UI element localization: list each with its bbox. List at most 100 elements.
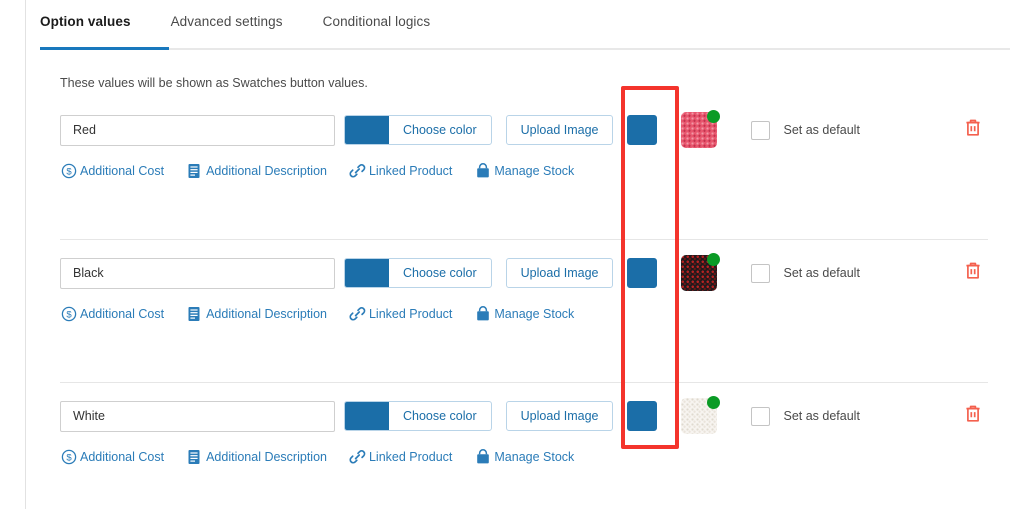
color-preview-swatch: [345, 116, 389, 144]
swatch-thumbnail[interactable]: [681, 253, 721, 293]
color-picker-button[interactable]: [627, 401, 658, 431]
choose-color-button[interactable]: Choose color: [344, 258, 492, 288]
color-picker-button[interactable]: [627, 258, 658, 288]
upload-image-button[interactable]: Upload Image: [505, 258, 614, 288]
delete-row-button[interactable]: [960, 259, 986, 285]
chain-link-icon: [349, 305, 366, 322]
link-additional-cost[interactable]: $ Additional Cost: [60, 162, 164, 179]
svg-text:$: $: [66, 452, 72, 463]
link-label: Linked Product: [368, 449, 453, 464]
set-as-default-label: Set as default: [783, 123, 860, 137]
link-label: Manage Stock: [494, 449, 575, 464]
swatch-thumbnail[interactable]: [681, 396, 721, 436]
shopping-bag-icon: [474, 305, 491, 322]
option-value-row: Choose color Upload Image Set as default $ A…: [0, 382, 1024, 509]
link-linked-product[interactable]: Linked Product: [349, 305, 452, 322]
document-lines-icon: [186, 162, 203, 179]
delete-row-button[interactable]: [960, 116, 986, 142]
swatch-thumbnail[interactable]: [681, 110, 721, 150]
set-as-default-group[interactable]: Set as default: [751, 263, 860, 283]
row-action-links: $ Additional Cost Additional Description Li…: [60, 162, 596, 179]
row-controls: Choose color Upload Image Set as default: [60, 110, 1004, 148]
row-action-links: $ Additional Cost Additional Description Li…: [60, 305, 596, 322]
active-tab-indicator: [40, 47, 169, 50]
upload-image-button[interactable]: Upload Image: [505, 115, 614, 145]
choose-color-label: Choose color: [403, 409, 477, 423]
set-as-default-label: Set as default: [783, 409, 860, 423]
link-label: Additional Description: [206, 306, 327, 321]
color-preview-swatch: [345, 402, 389, 430]
link-label: Additional Cost: [80, 163, 165, 178]
link-additional-description[interactable]: Additional Description: [186, 162, 327, 179]
link-label: Additional Cost: [80, 306, 165, 321]
set-as-default-group[interactable]: Set as default: [751, 120, 860, 140]
chain-link-icon: [349, 162, 366, 179]
link-label: Additional Description: [206, 163, 327, 178]
link-additional-description[interactable]: Additional Description: [186, 448, 327, 465]
option-value-row: Choose color Upload Image Set as default $ A…: [0, 239, 1024, 382]
upload-image-button[interactable]: Upload Image: [505, 401, 614, 431]
dollar-circle-icon: $: [60, 448, 77, 465]
document-lines-icon: [186, 305, 203, 322]
shopping-bag-icon: [474, 448, 491, 465]
link-additional-cost[interactable]: $ Additional Cost: [60, 448, 164, 465]
row-controls: Choose color Upload Image Set as default: [60, 396, 1004, 434]
tab-conditional-logics[interactable]: Conditional logics: [322, 14, 431, 29]
svg-text:$: $: [66, 166, 72, 177]
option-value-input[interactable]: [60, 400, 335, 432]
green-dot-badge-icon: [707, 110, 721, 123]
choose-color-button[interactable]: Choose color: [344, 401, 492, 431]
link-linked-product[interactable]: Linked Product: [349, 162, 452, 179]
chain-link-icon: [349, 448, 366, 465]
green-dot-badge-icon: [707, 253, 721, 266]
set-as-default-group[interactable]: Set as default: [751, 406, 860, 426]
tab-list: Option values Advanced settings Conditiona…: [40, 8, 1010, 40]
link-label: Manage Stock: [494, 306, 575, 321]
tab-option-values[interactable]: Option values: [40, 14, 131, 29]
color-preview-swatch: [345, 259, 389, 287]
tab-advanced-settings[interactable]: Advanced settings: [170, 14, 283, 29]
set-as-default-checkbox[interactable]: [751, 120, 771, 140]
option-value-input[interactable]: [60, 114, 335, 146]
link-label: Additional Cost: [80, 449, 165, 464]
svg-text:$: $: [66, 309, 72, 320]
set-as-default-checkbox[interactable]: [751, 263, 771, 283]
intro-text: These values will be shown as Swatches b…: [60, 76, 368, 90]
link-label: Additional Description: [206, 449, 327, 464]
row-action-links: $ Additional Cost Additional Description Li…: [60, 448, 596, 465]
link-additional-cost[interactable]: $ Additional Cost: [60, 305, 164, 322]
link-additional-description[interactable]: Additional Description: [186, 305, 327, 322]
row-divider: [60, 382, 988, 383]
option-value-input[interactable]: [60, 257, 335, 289]
delete-row-button[interactable]: [960, 402, 986, 428]
trash-icon: [963, 117, 983, 141]
document-lines-icon: [186, 448, 203, 465]
set-as-default-checkbox[interactable]: [751, 406, 771, 426]
link-manage-stock[interactable]: Manage Stock: [474, 162, 574, 179]
link-manage-stock[interactable]: Manage Stock: [474, 448, 574, 465]
row-controls: Choose color Upload Image Set as default: [60, 253, 1004, 291]
trash-icon: [963, 260, 983, 284]
panel-left-border: [25, 0, 26, 509]
set-as-default-label: Set as default: [783, 266, 860, 280]
white-speckled-swatch: [681, 398, 718, 434]
dollar-circle-icon: $: [60, 162, 77, 179]
link-linked-product[interactable]: Linked Product: [349, 448, 452, 465]
trash-icon: [963, 403, 983, 427]
row-divider: [60, 239, 988, 240]
link-label: Manage Stock: [494, 163, 575, 178]
color-picker-button[interactable]: [627, 115, 658, 145]
link-manage-stock[interactable]: Manage Stock: [474, 305, 574, 322]
link-label: Linked Product: [368, 306, 453, 321]
option-value-row: Choose color Upload Image Set as default $ A…: [0, 96, 1024, 239]
link-label: Linked Product: [368, 163, 453, 178]
tab-bar-divider: [40, 48, 1010, 50]
choose-color-label: Choose color: [403, 266, 477, 280]
tab-bar: Option values Advanced settings Conditiona…: [40, 8, 1010, 50]
shopping-bag-icon: [474, 162, 491, 179]
choose-color-label: Choose color: [403, 123, 477, 137]
green-dot-badge-icon: [707, 396, 721, 409]
panel-content: These values will be shown as Swatches b…: [0, 48, 1024, 509]
choose-color-button[interactable]: Choose color: [344, 115, 492, 145]
